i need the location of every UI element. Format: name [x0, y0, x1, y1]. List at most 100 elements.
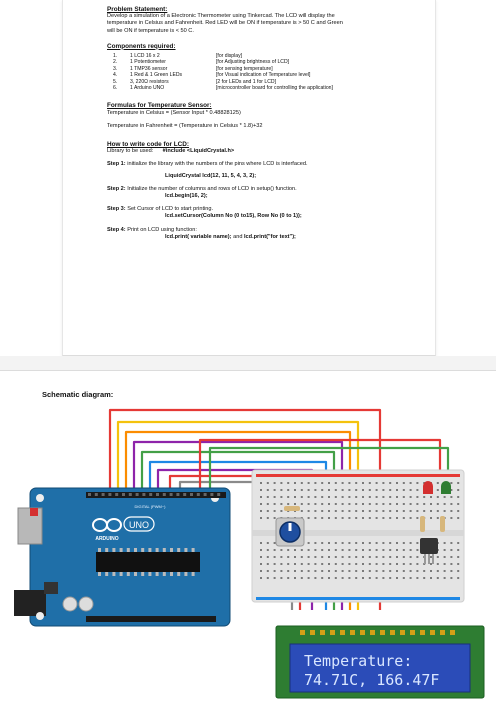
breadboard-hole [416, 563, 419, 565]
breadboard-hole [266, 556, 269, 558]
breadboard-hole [430, 577, 432, 579]
problem-line: Develop a simulation of a Electronic The… [107, 13, 335, 20]
problem-line: temperature in Celsius and Fahrenheit. R… [107, 20, 343, 27]
breadboard-hole [355, 577, 358, 579]
breadboard-hole [450, 577, 453, 579]
breadboard-hole [375, 489, 378, 491]
breadboard-hole [409, 542, 412, 544]
breadboard-hole [436, 577, 439, 579]
breadboard-hole [457, 556, 460, 558]
arduino-board[interactable]: DIGITAL (PWM~) UNO ARDUINO [14, 487, 231, 627]
breadboard-hole [430, 570, 432, 572]
breadboard-hole [368, 496, 371, 498]
breadboard-hole [382, 549, 385, 551]
arduino-header-pin [108, 493, 112, 496]
breadboard-hole [334, 556, 337, 558]
chip-pin [162, 572, 166, 576]
breadboard-hole [314, 556, 317, 558]
breadboard-hole [409, 577, 412, 579]
breadboard-hole [334, 549, 337, 551]
component-number: 2. [113, 59, 118, 66]
breadboard-hole [273, 496, 276, 498]
chip-pin [141, 572, 145, 576]
breadboard-hole [321, 556, 324, 558]
breadboard-hole [273, 503, 276, 505]
component-purpose: [for display] [216, 53, 243, 60]
breadboard-hole [382, 542, 385, 544]
breadboard-hole [368, 517, 371, 519]
breadboard-hole [321, 517, 324, 519]
lcd-module: Temperature: 74.71C, 166.47F [275, 625, 485, 699]
breadboard-hole [348, 563, 351, 565]
breadboard-hole [389, 549, 392, 551]
potentiometer[interactable] [275, 517, 305, 547]
breadboard-hole [396, 563, 398, 565]
breadboard-hole [450, 517, 453, 519]
breadboard-hole [260, 556, 262, 558]
breadboard-hole [307, 510, 310, 512]
breadboard-hole [266, 510, 269, 512]
breadboard-hole [280, 503, 283, 505]
breadboard-hole [321, 570, 324, 572]
breadboard-hole [341, 542, 344, 544]
breadboard-hole [266, 503, 269, 505]
component-row: 3. 1 TMP36 sensor [for sensing temperatu… [113, 66, 335, 72]
breadboard-hole [423, 510, 426, 512]
breadboard-hole [409, 563, 412, 565]
breadboard-hole [348, 517, 351, 519]
step-text: Initialize the number of columns and row… [127, 185, 297, 192]
breadboard-hole [430, 517, 432, 519]
breadboard-hole [341, 496, 344, 498]
breadboard-hole [355, 489, 358, 491]
breadboard-hole [368, 549, 371, 551]
component-name: 1 Arduino UNO [130, 85, 165, 92]
arduino-header-pin [128, 493, 132, 496]
library-label: Library to be used: [107, 148, 154, 155]
breadboard-hole [368, 489, 371, 491]
breadboard-hole [416, 556, 419, 558]
arduino-header-pin [196, 493, 200, 496]
component-number: 5. [113, 78, 118, 85]
breadboard-hole [368, 482, 371, 484]
breadboard-hole [375, 563, 378, 565]
breadboard-hole [273, 542, 276, 544]
breadboard-hole [314, 496, 317, 498]
breadboard-hole [294, 503, 296, 505]
breadboard-hole [260, 542, 262, 544]
chip-pin [191, 572, 195, 576]
library-line: Library to be used: #include <LiquidCrys… [107, 148, 425, 155]
arduino-header-pin [115, 493, 119, 496]
breadboard-hole [328, 510, 330, 512]
breadboard-hole [389, 503, 392, 505]
breadboard-hole [266, 549, 269, 551]
breadboard-hole [362, 563, 364, 565]
arduino-header-pin [203, 493, 207, 496]
breadboard-hole [402, 570, 405, 572]
breadboard-hole [362, 570, 364, 572]
breadboard-hole [273, 570, 276, 572]
breadboard-hole [307, 496, 310, 498]
breadboard-hole [409, 510, 412, 512]
breadboard-hole [334, 489, 337, 491]
breadboard-hole [389, 577, 392, 579]
breadboard-hole [457, 577, 460, 579]
breadboard-hole [328, 563, 330, 565]
components-heading: Components required: [107, 42, 176, 50]
breadboard-hole [348, 549, 351, 551]
breadboard-hole [273, 563, 276, 565]
breadboard-hole [430, 556, 432, 558]
breadboard-hole [409, 556, 412, 558]
breadboard-hole [355, 556, 358, 558]
chip-pin [141, 548, 145, 552]
arduino-header-pin [94, 493, 98, 496]
breadboard-hole [348, 577, 351, 579]
breadboard-hole [341, 482, 344, 484]
formula-fahrenheit: Temperature in Fahrenheit = (Temperature… [107, 122, 263, 129]
breadboard-hole [314, 563, 317, 565]
breadboard-hole [402, 503, 405, 505]
breadboard-hole [375, 570, 378, 572]
breadboard-hole [443, 577, 446, 579]
breadboard-hole [334, 542, 337, 544]
breadboard-hole [328, 556, 330, 558]
breadboard-hole [436, 482, 439, 484]
